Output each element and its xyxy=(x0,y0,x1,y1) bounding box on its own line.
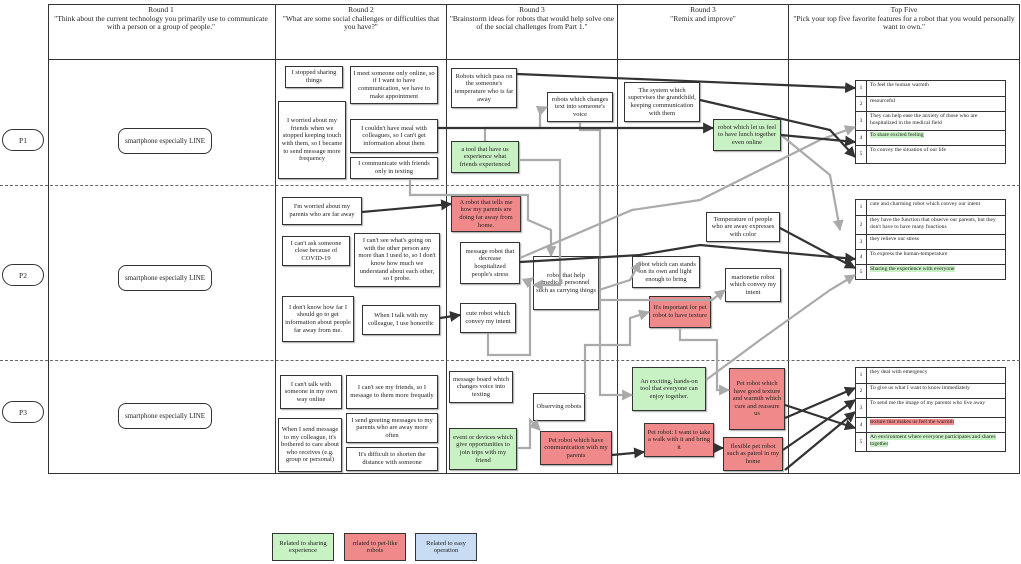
idea-card: robots which changes text into someone's… xyxy=(547,92,613,122)
remix-card-pet: Pet robot which have good texture and wa… xyxy=(729,368,785,430)
column-divider xyxy=(788,4,789,474)
participant-p2: P2 xyxy=(2,264,44,286)
challenge-card: I can't ask someone close because of COV… xyxy=(282,236,350,266)
challenge-card: I can't see what's going on with the oth… xyxy=(354,233,440,287)
remix-card-pet: It's important for pet robot to have tex… xyxy=(649,296,711,328)
remix-card-pet: flexible pet robot such as patrol in my … xyxy=(723,437,783,471)
idea-card-pet: Pet robot which have communication with … xyxy=(540,431,612,465)
idea-card: Observing robots xyxy=(533,393,585,421)
remix-card-sharing: robot which let us feel to have lunch to… xyxy=(713,119,781,151)
challenge-card: I can't talk with someone in my own way … xyxy=(280,375,342,409)
technology-p3: smartphone especially LINE xyxy=(118,403,212,429)
header-question: "Pick your top five favorite features fo… xyxy=(793,13,1015,31)
row-divider xyxy=(0,360,1020,361)
remix-card: marionette robot which convey my intent xyxy=(725,268,781,302)
header-round: Round 1 xyxy=(148,5,174,14)
idea-card: Robots which pass on the someone's tempe… xyxy=(451,68,517,108)
challenge-card: I'm worried about my parents who are far… xyxy=(282,197,362,225)
challenge-card: I couldn't have meal with colleagues, so… xyxy=(350,119,438,153)
legend-pet: rrlated to pet-like robots xyxy=(344,533,406,561)
remix-card-sharing: An exciting, hands-on tool that everyone… xyxy=(632,367,706,411)
header-round: Round 3 xyxy=(519,5,545,14)
header-round: Top Five xyxy=(890,5,918,14)
table-frame xyxy=(48,4,1020,474)
challenge-card: I meet someone only online, so if I want… xyxy=(350,66,438,104)
participant-p3: P3 xyxy=(2,401,44,423)
header-question: "Think about the current technology you … xyxy=(54,13,268,31)
column-divider xyxy=(446,4,447,474)
challenge-card: When I talk with my colleague, I use hon… xyxy=(362,305,440,335)
remix-card: robot which can stands on its own and li… xyxy=(632,256,700,288)
column-divider xyxy=(617,4,618,474)
idea-card: message board which changes voice into t… xyxy=(449,371,513,403)
header-round2: Round 2 "What are some social challenges… xyxy=(278,5,444,32)
idea-card-sharing: a tool that have us experience what frie… xyxy=(451,141,519,173)
remix-card: Temperature of people who are away expre… xyxy=(706,212,780,242)
technology-p2: smartphone especially LINE xyxy=(118,265,212,291)
header-question: "What are some social challenges or diff… xyxy=(282,13,440,31)
idea-card-sharing: event or devices which give opportunitie… xyxy=(449,428,517,470)
challenge-card: I stopped sharing things xyxy=(285,66,343,88)
challenge-card: I send greeting messages to my parents w… xyxy=(346,413,438,443)
header-question: "Remix and improve" xyxy=(670,13,736,23)
remix-card-pet: Pet robot: I want to take a walk with it… xyxy=(644,423,714,457)
challenge-card: I communicate with friends only in texti… xyxy=(350,157,438,179)
column-divider xyxy=(275,4,276,474)
challenge-card: I worried about my friends when we stopp… xyxy=(278,101,346,179)
legend-sharing: Related to sharing experience xyxy=(272,533,334,561)
header-question: "Brainstorm ideas for robots that would … xyxy=(449,13,615,31)
header-round1: Round 1 "Think about the current technol… xyxy=(50,5,272,32)
header-round: Round 2 xyxy=(348,5,374,14)
technology-p1: smartphone especially LINE xyxy=(118,128,212,154)
challenge-card: I don't know how far I should go to get … xyxy=(282,296,354,342)
challenge-card: It's difficult to shorten the distance w… xyxy=(346,447,438,471)
challenge-card: When I send message to my colleague, it'… xyxy=(278,418,342,472)
header-round3-remix: Round 3 "Remix and improve" xyxy=(620,5,786,23)
header-topfive: Top Five "Pick your top five favorite fe… xyxy=(792,5,1016,32)
header-divider xyxy=(48,59,1020,60)
header-round: Round 3 xyxy=(690,5,716,14)
header-round3: Round 3 "Brainstorm ideas for robots tha… xyxy=(449,5,615,32)
remix-card: The system which supervises the grandchi… xyxy=(624,82,700,122)
idea-card-pet: A robot that tells me how my parents are… xyxy=(451,196,521,232)
legend-easy-operation: Related to easy operation xyxy=(415,533,477,561)
challenge-card: I can't see my friends, so I message to … xyxy=(346,375,438,409)
participant-p1: P1 xyxy=(2,129,44,151)
idea-card: message robot that decrease hospitalized… xyxy=(460,242,520,284)
row-divider xyxy=(0,185,1020,186)
idea-card: robot that help medical personnel such a… xyxy=(533,256,599,310)
idea-card: cute robot which convey my intent xyxy=(460,303,516,333)
